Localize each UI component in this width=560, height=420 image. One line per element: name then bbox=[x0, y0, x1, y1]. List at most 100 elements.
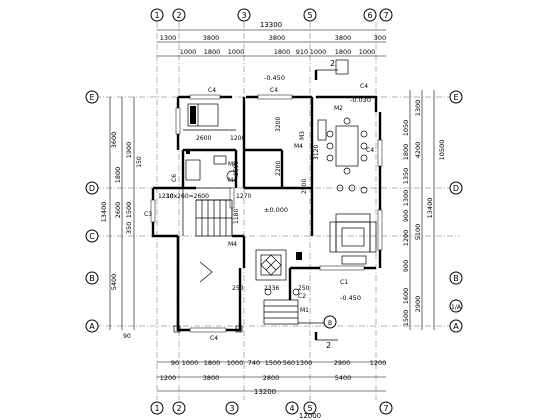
dim-text: 3800 bbox=[269, 34, 286, 42]
window-label: C1 bbox=[340, 279, 348, 286]
grid-bubbles-right: E D B 1/A A bbox=[449, 90, 463, 333]
section-mark-bottom: 2 bbox=[326, 341, 331, 350]
dim-text: 4200 bbox=[414, 142, 422, 159]
dim-text: 13400 bbox=[426, 198, 434, 219]
dim-text: 1300 bbox=[414, 100, 422, 117]
dim-text: 1300 bbox=[160, 34, 177, 42]
grid-bubble-label: 4 bbox=[289, 404, 294, 413]
dim-text: 5100 bbox=[414, 224, 422, 241]
grid-bubble-label: 5 bbox=[307, 11, 312, 20]
dim-label: 1500 bbox=[233, 161, 240, 176]
dim-text: 3800 bbox=[335, 34, 352, 42]
section-markers bbox=[298, 59, 349, 341]
bathroom-fixtures bbox=[185, 150, 238, 182]
garage-ramp bbox=[173, 261, 243, 333]
dim-text: 3800 bbox=[203, 34, 220, 42]
dim-label: 2600 bbox=[196, 135, 211, 142]
bed bbox=[187, 103, 219, 127]
stair bbox=[195, 199, 233, 237]
dim-text: 1300 bbox=[296, 359, 313, 367]
dim-text: 1800 bbox=[335, 48, 352, 56]
windows bbox=[150, 94, 383, 333]
level-label: -0.450 bbox=[340, 294, 361, 302]
dim-text: 1500 bbox=[125, 202, 133, 219]
window-label: C4 bbox=[208, 87, 216, 94]
door-label: M4 bbox=[228, 241, 237, 248]
dim-text: 1000 bbox=[310, 48, 327, 56]
grid-bubbles-bottom: 1 2 3 4 5 7 bbox=[150, 401, 393, 415]
dim-text: 1800 bbox=[204, 48, 221, 56]
dim-text: 1800 bbox=[114, 167, 122, 184]
stair-dims-label: 10x260=2600 bbox=[166, 193, 209, 200]
grid-bubbles-top: 1 2 3 5 6 7 bbox=[150, 8, 393, 22]
dim-text: 900 bbox=[402, 210, 410, 222]
section-mark-top: 2 bbox=[330, 59, 335, 68]
dim-text: 2600 bbox=[114, 202, 122, 219]
grid-bubble-label: 7 bbox=[383, 11, 388, 20]
detail-mark: B bbox=[328, 320, 332, 327]
dim-text: 1000 bbox=[182, 359, 199, 367]
dim-label: 2500 bbox=[301, 179, 308, 194]
dim-top-total: 13300 bbox=[260, 21, 282, 29]
level-label: -0.030 bbox=[350, 96, 371, 104]
dim-text: 3800 bbox=[203, 374, 220, 382]
dim-text: 90 bbox=[123, 333, 131, 340]
door-label: M1 bbox=[300, 307, 309, 314]
grid-bubble-label: B bbox=[89, 274, 95, 283]
dim-text: 1200 bbox=[160, 374, 177, 382]
window-label: C4 bbox=[360, 83, 368, 90]
top-dimension-chain: 13300 1300 3800 3800 3800 300 1000 1800 … bbox=[157, 21, 386, 57]
grid-bubble-label: A bbox=[89, 322, 95, 331]
grid-bubble-label: 1 bbox=[154, 404, 159, 413]
door-label: M2 bbox=[334, 105, 343, 112]
grid-bubble-label: 2 bbox=[176, 11, 181, 20]
grid-bubble-label: C bbox=[89, 232, 95, 241]
dim-text: 10500 bbox=[438, 140, 446, 161]
dim-text: 2800 bbox=[263, 374, 280, 382]
door-label: M4 bbox=[228, 161, 237, 168]
dim-label: 1180 bbox=[233, 209, 240, 224]
dim-text: 1050 bbox=[402, 120, 410, 137]
dim-label: 3120 bbox=[313, 145, 320, 160]
dim-label: 2336 bbox=[264, 285, 279, 292]
entrance-steps bbox=[263, 288, 300, 325]
dim-text: 1800 bbox=[274, 48, 291, 56]
dim-text: 1600 bbox=[402, 288, 410, 305]
dim-label: 1270 bbox=[236, 193, 251, 200]
grid-bubble-label: 2 bbox=[176, 404, 181, 413]
dim-text: 1000 bbox=[359, 48, 376, 56]
dim-label: 1200 bbox=[230, 135, 245, 142]
grid-bubble-label: A bbox=[453, 322, 459, 331]
dim-text: 1800 bbox=[402, 144, 410, 161]
dim-text: 5400 bbox=[110, 274, 118, 291]
bottom-dimension-chain: 90 1000 1800 1000 740 1500 560 1300 2900… bbox=[157, 359, 386, 420]
grid-bubble-label: 3 bbox=[241, 11, 246, 20]
window-label: C2 bbox=[298, 293, 306, 300]
grid-bubble-label: 1/A bbox=[451, 304, 462, 311]
dim-label: 250 bbox=[298, 285, 310, 292]
grid-bubble-label: 5 bbox=[307, 404, 312, 413]
dim-text: 1000 bbox=[227, 359, 244, 367]
dim-text: 300 bbox=[374, 34, 386, 42]
door-label: M3 bbox=[299, 131, 306, 140]
dining-set bbox=[317, 117, 368, 194]
dim-text: 1000 bbox=[228, 48, 245, 56]
dim-label: 1230 bbox=[158, 193, 173, 200]
window-label: C4 bbox=[210, 335, 218, 342]
dim-text: 1800 bbox=[204, 359, 221, 367]
level-label: -0.450 bbox=[264, 74, 285, 82]
grid-bubble-label: B bbox=[453, 274, 459, 283]
dim-text: 1500 bbox=[402, 310, 410, 327]
dim-text: 1000 bbox=[180, 48, 197, 56]
dim-text: 910 bbox=[296, 48, 308, 56]
dim-text: 1500 bbox=[265, 359, 282, 367]
dim-text: 560 bbox=[283, 359, 295, 367]
window-label: C6 bbox=[171, 174, 178, 182]
right-dimension-chain: 1300 1050 1800 1350 1300 900 1200 900 16… bbox=[402, 90, 446, 330]
dim-text: 2900 bbox=[414, 296, 422, 313]
dim-label: 2200 bbox=[275, 161, 282, 176]
dim-text: 1900 bbox=[125, 142, 133, 159]
window-label: C3 bbox=[144, 211, 152, 218]
grid-bubble-label: 6 bbox=[367, 11, 372, 20]
